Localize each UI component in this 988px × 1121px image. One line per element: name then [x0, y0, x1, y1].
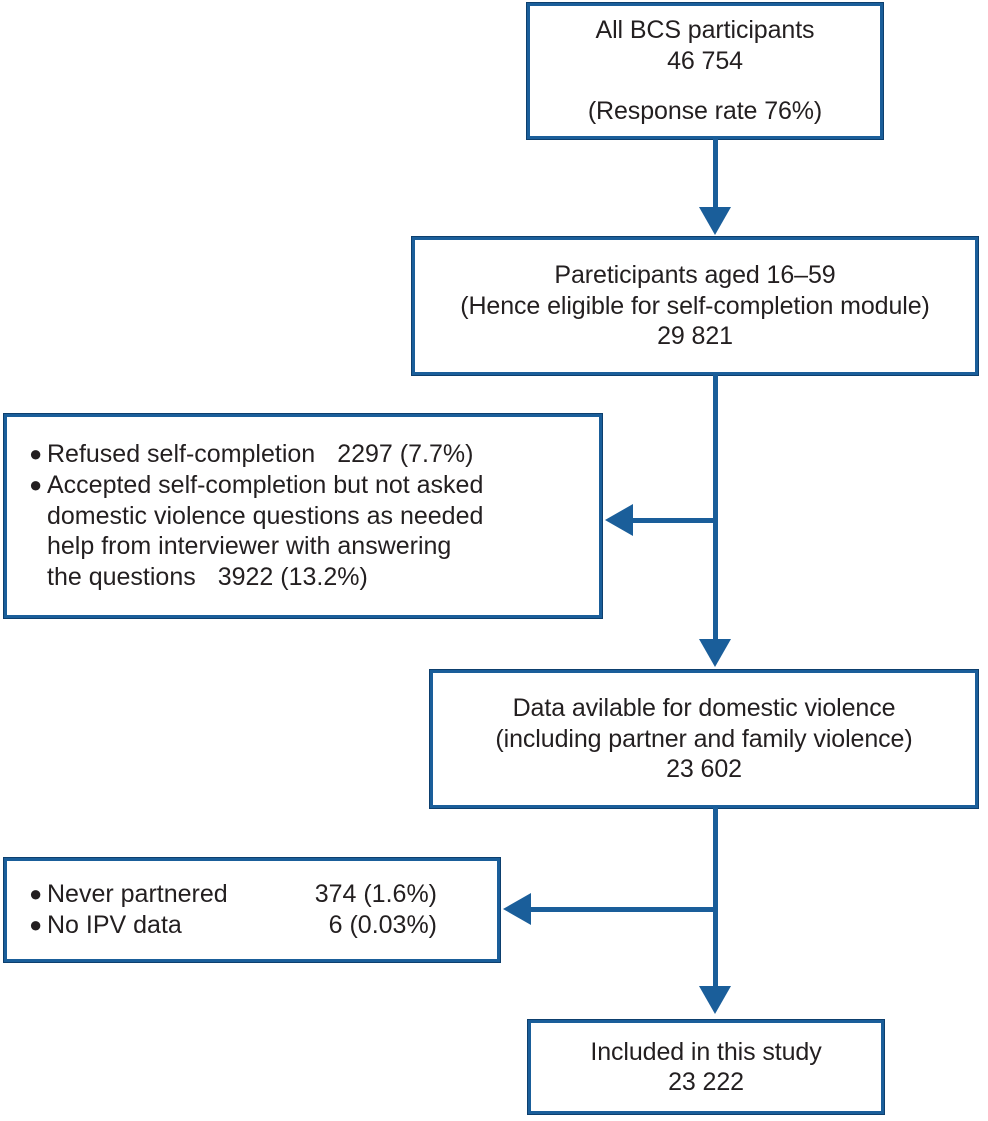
- exclusion-label-line1: Accepted self-completion but not asked: [47, 470, 484, 499]
- node-eligible-participants-count: 29 821: [657, 322, 733, 351]
- node-all-participants-response-rate: (Response rate 76%): [587, 97, 823, 126]
- connector-line-2-3: [713, 375, 718, 641]
- connector-line-exclusion-1: [633, 518, 715, 523]
- exclusion-label-line3: help from interviewer with answering: [47, 532, 452, 561]
- arrow-down-2-3: [699, 639, 731, 667]
- exclusion-label-line4: the questions: [47, 563, 196, 592]
- node-data-available-line1: Data avilable for domestic violence: [512, 694, 896, 723]
- node-data-available-line2: (including partner and family violence): [495, 724, 913, 753]
- node-data-available: Data avilable for domestic violence (inc…: [429, 669, 979, 809]
- node-eligible-participants-line2: (Hence eligible for self-completion modu…: [460, 291, 930, 320]
- connector-line-exclusion-2: [531, 907, 715, 912]
- exclusion-label: Refused self-completion: [47, 440, 316, 469]
- exclusion-value: 2297 (7.7%): [337, 440, 474, 469]
- exclusion-box-refused-self-completion: ● Refused self-completion 2297 (7.7%) ● …: [3, 413, 603, 619]
- node-included-in-study: Included in this study 23 222: [527, 1019, 885, 1115]
- arrow-down-3-4: [699, 986, 731, 1014]
- exclusion-list-item: ● Accepted self-completion but not asked…: [29, 470, 589, 593]
- exclusion-list-item: ● Refused self-completion 2297 (7.7%): [29, 439, 589, 470]
- arrow-left-exclusion-1: [605, 504, 633, 536]
- arrow-left-exclusion-2: [503, 893, 531, 925]
- bullet-icon: ●: [29, 912, 43, 937]
- exclusion-list-item: ● Never partnered 374 (1.6%): [29, 879, 487, 910]
- connector-line-3-4: [713, 808, 718, 988]
- node-eligible-participants-line1: Pareticipants aged 16–59: [554, 261, 836, 290]
- exclusion-label-line2: domestic violence questions as needed: [47, 501, 484, 530]
- bullet-icon: ●: [29, 441, 43, 467]
- exclusion-value: 3922 (13.2%): [217, 563, 368, 592]
- node-included-in-study-line1: Included in this study: [590, 1037, 822, 1066]
- exclusion-list-item: ● No IPV data 6 (0.03%): [29, 910, 487, 941]
- node-all-participants-line1: All BCS participants: [595, 16, 815, 45]
- bullet-icon: ●: [29, 881, 43, 907]
- connector-line-1-2: [713, 139, 718, 209]
- exclusion-label: Never partnered: [47, 880, 228, 909]
- arrow-down-1-2: [699, 207, 731, 235]
- bullet-icon: ●: [29, 471, 43, 497]
- node-data-available-count: 23 602: [666, 755, 742, 784]
- exclusion-value: 374 (1.6%): [314, 880, 437, 909]
- exclusion-label: No IPV data: [47, 911, 182, 939]
- exclusion-value: 6 (0.03%): [328, 911, 437, 939]
- node-all-participants-count: 46 754: [667, 46, 743, 75]
- node-all-participants: All BCS participants 46 754 (Response ra…: [526, 2, 884, 140]
- exclusion-box-never-partnered: ● Never partnered 374 (1.6%) ● No IPV da…: [3, 857, 501, 963]
- node-included-in-study-count: 23 222: [668, 1068, 744, 1096]
- node-eligible-participants: Pareticipants aged 16–59 (Hence eligible…: [411, 236, 979, 376]
